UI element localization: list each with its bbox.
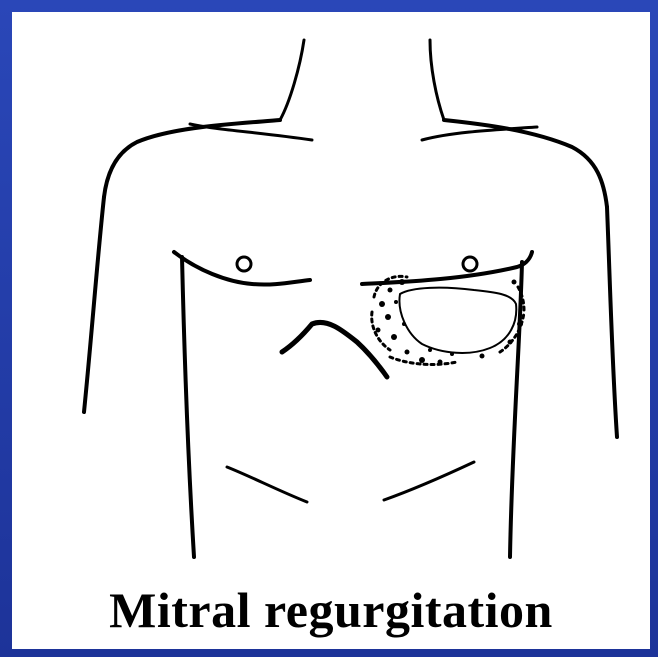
left-arm-outline [84, 197, 104, 412]
right-abdominal-line [384, 462, 474, 500]
pulsation-region [372, 276, 524, 364]
right-clavicle-line [422, 127, 537, 140]
right-arm-outline [607, 207, 617, 437]
right-nipple [463, 257, 477, 271]
pulsation-area-solid [399, 288, 516, 353]
illustration-panel: Mitral regurgitation [12, 12, 650, 649]
left-nipple [237, 257, 251, 271]
figure-caption: Mitral regurgitation [12, 582, 650, 638]
torso-drawing [12, 12, 650, 572]
neck-right-line [430, 40, 444, 120]
xiphoid-line [282, 322, 387, 377]
neck-left-line [280, 40, 304, 120]
left-abdominal-line [227, 467, 307, 502]
left-torso-side [182, 257, 194, 557]
left-clavicle-line [190, 124, 312, 140]
